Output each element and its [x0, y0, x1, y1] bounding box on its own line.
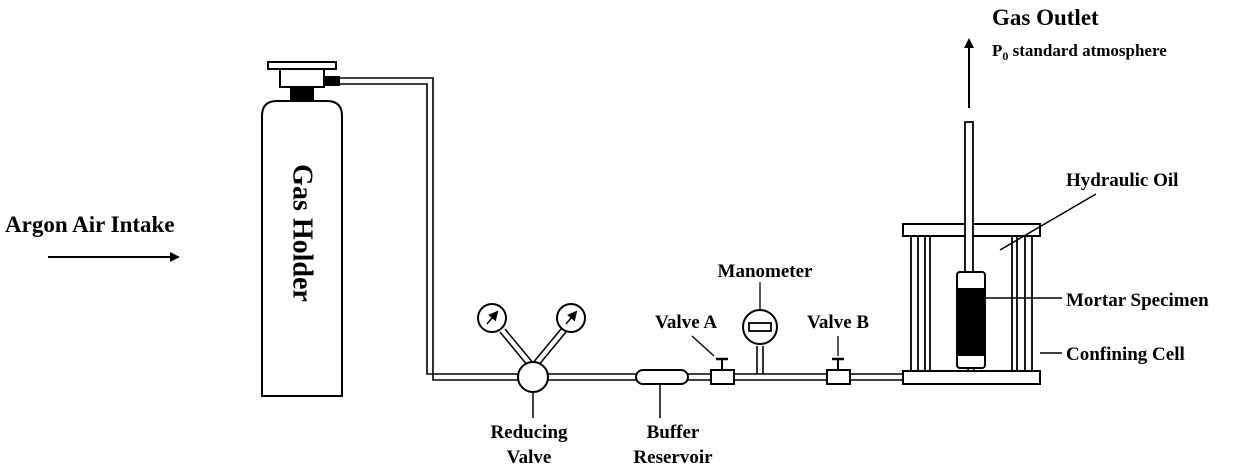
buffer-reservoir: Buffer Reservoir — [633, 369, 713, 468]
manometer: Manometer — [718, 261, 814, 345]
cylinder-handwheel — [267, 61, 337, 70]
reducing-valve-body — [517, 361, 549, 393]
cell-bottom-plate — [902, 370, 1041, 385]
gas-outlet-label: Gas Outlet — [992, 5, 1099, 30]
cylinder-body — [261, 100, 343, 397]
reducing-valve-label-line2: Valve — [507, 447, 552, 468]
mortar-specimen-label: Mortar Specimen — [1066, 290, 1209, 311]
mortar-specimen — [958, 288, 984, 356]
gas-pipeline — [340, 77, 975, 381]
gas-holder-label: Gas Holder — [287, 164, 318, 302]
reducing-valve: Reducing Valve — [477, 303, 586, 468]
manometer-display — [748, 322, 772, 332]
valve-b-label: Valve B — [807, 312, 869, 333]
reducing-valve-label-line1: Reducing — [490, 422, 568, 443]
cylinder-valve-body — [279, 68, 325, 88]
cylinder-neck — [290, 87, 314, 101]
valve-b: Valve B — [807, 312, 869, 385]
valve-a: Valve A — [655, 312, 735, 385]
buffer-reservoir-label-line1: Buffer — [647, 422, 700, 443]
valve-a-label: Valve A — [655, 312, 717, 333]
hydraulic-oil-label: Hydraulic Oil — [1066, 170, 1178, 191]
outlet-tube — [964, 121, 974, 273]
hydraulic-oil-leader — [999, 193, 1097, 251]
buffer-reservoir-label-line2: Reservoir — [633, 447, 713, 468]
manometer-label: Manometer — [718, 261, 814, 282]
outlet-condition-label: P0 standard atmosphere — [992, 41, 1167, 63]
cylinder-outlet-port — [324, 76, 340, 86]
gas-holder-cylinder: Gas Holder — [261, 61, 343, 397]
confining-cell — [902, 121, 1041, 385]
confining-cell-label: Confining Cell — [1066, 344, 1185, 365]
argon-intake-label: Argon Air Intake — [5, 212, 175, 237]
